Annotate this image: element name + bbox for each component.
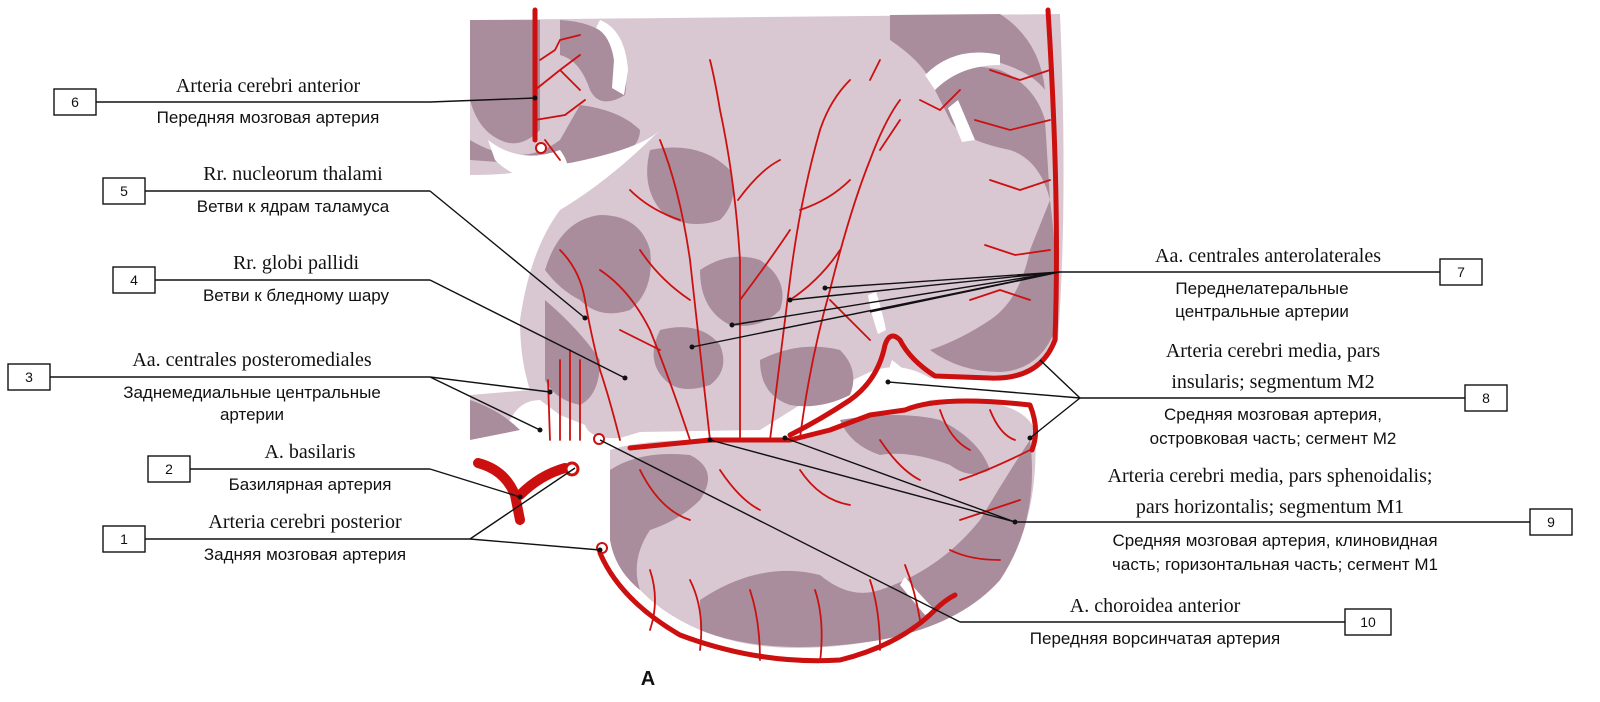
label-latin-line-1: Arteria cerebri media, pars [1166, 340, 1381, 362]
label-8: 8 Arteria cerebri media, pars insularis;… [1150, 340, 1507, 448]
label-russian: Передняя мозговая артерия [157, 108, 380, 127]
label-russian-line-2: часть; горизонтальная часть; сегмент M1 [1112, 555, 1438, 574]
label-latin: Arteria cerebri posterior [208, 511, 402, 533]
label-russian-line-1: Средняя мозговая артерия, клиновидная [1112, 531, 1437, 550]
label-russian: Задняя мозговая артерия [204, 545, 406, 564]
label-5: 5 Rr. nucleorum thalami Ветви к ядрам та… [103, 163, 390, 216]
panel-label: A [641, 668, 655, 690]
label-russian: Ветви к ядрам таламуса [197, 197, 390, 216]
label-number: 4 [130, 272, 138, 288]
label-russian-line-2: островковая часть; сегмент M2 [1150, 429, 1397, 448]
label-latin: Rr. globi pallidi [233, 252, 360, 274]
label-latin: Rr. nucleorum thalami [203, 163, 383, 185]
label-number: 5 [120, 183, 128, 199]
label-russian: Передняя ворсинчатая артерия [1030, 629, 1280, 648]
aca-cut-end [536, 143, 546, 153]
label-latin-line-2: insularis; segmentum M2 [1171, 371, 1374, 393]
label-russian-line-1: Средняя мозговая артерия, [1164, 405, 1382, 424]
label-russian-line-2: центральные артерии [1175, 302, 1349, 321]
label-number: 3 [25, 369, 33, 385]
label-number: 1 [120, 531, 128, 547]
label-2: 2 A. basilaris Базилярная артерия [148, 441, 391, 494]
basilar-artery [478, 463, 565, 520]
label-number: 7 [1457, 264, 1465, 280]
label-9: 9 Arteria cerebri media, pars sphenoidal… [1108, 465, 1572, 574]
label-number: 2 [165, 461, 173, 477]
label-1: 1 Arteria cerebri posterior Задняя мозго… [103, 511, 406, 564]
label-latin-line-1: Arteria cerebri media, pars sphenoidalis… [1108, 465, 1433, 487]
label-number: 10 [1360, 614, 1376, 630]
label-russian: Ветви к бледному шару [203, 286, 390, 305]
label-russian-line-2: артерии [220, 405, 284, 424]
label-number: 8 [1482, 390, 1490, 406]
choroidal-cut-end [594, 434, 604, 444]
label-4: 4 Rr. globi pallidi Ветви к бледному шар… [113, 252, 390, 305]
label-6: 6 Arteria cerebri anterior Передняя мозг… [54, 75, 379, 127]
label-number: 9 [1547, 514, 1555, 530]
label-latin: A. basilaris [264, 441, 355, 463]
label-russian: Базилярная артерия [229, 475, 392, 494]
brain-section [470, 14, 1064, 648]
label-latin: A. choroidea anterior [1070, 595, 1241, 617]
label-latin: Aa. centrales anterolaterales [1155, 245, 1381, 267]
label-3: 3 Aa. centrales posteromediales Заднемед… [8, 349, 381, 424]
label-7: 7 Aa. centrales anterolaterales Переднел… [1155, 245, 1482, 321]
label-latin: Aa. centrales posteromediales [132, 349, 372, 371]
label-latin-line-2: pars horizontalis; segmentum M1 [1136, 496, 1404, 518]
label-number: 6 [71, 94, 79, 110]
label-russian-line-1: Заднемедиальные центральные [123, 383, 381, 402]
label-russian-line-1: Переднелатеральные [1175, 279, 1348, 298]
label-latin: Arteria cerebri anterior [176, 75, 361, 97]
